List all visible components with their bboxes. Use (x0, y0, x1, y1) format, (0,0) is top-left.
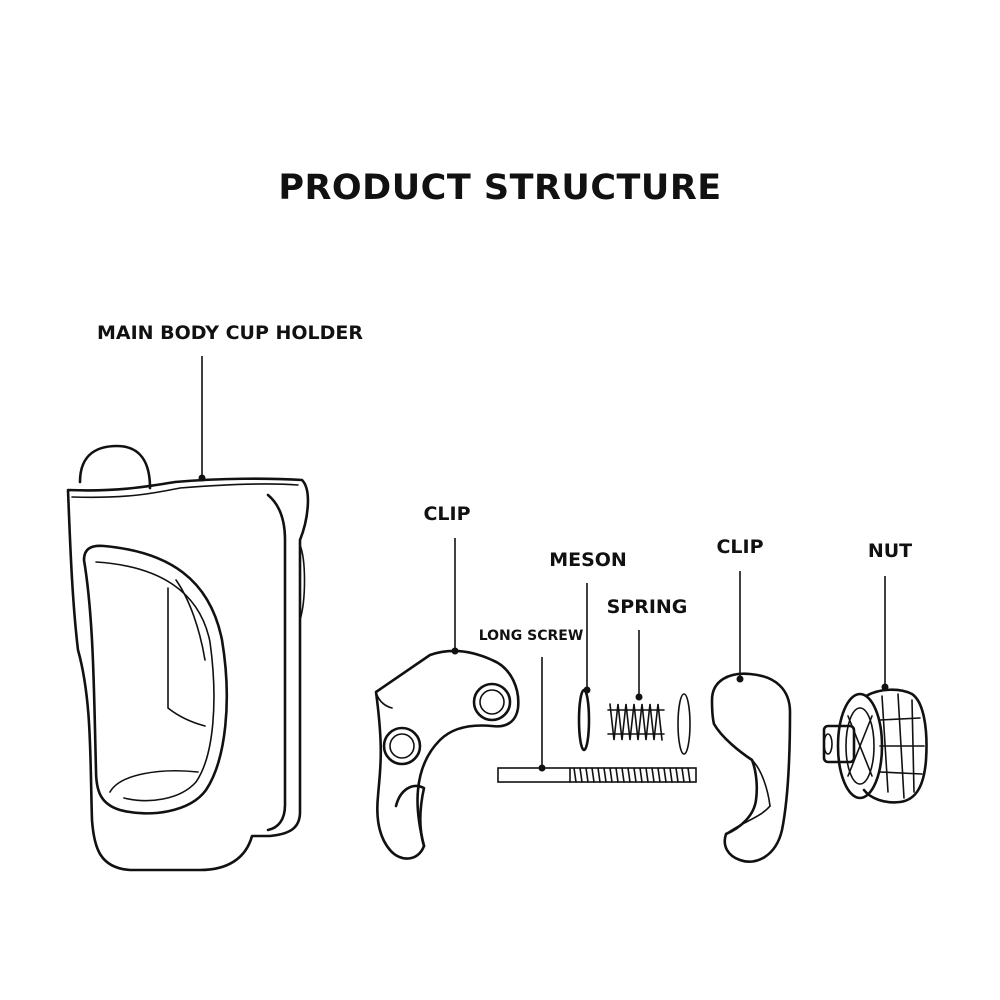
leader-lines (198, 356, 889, 772)
screw-thread (573, 767, 691, 783)
clip-right-drawing (710, 672, 792, 863)
clip-left-lower-hole (382, 726, 422, 766)
label-long-screw: LONG SCREW (478, 628, 584, 644)
clip-left-upper-hole (472, 682, 512, 722)
clip-left-drawing (374, 649, 520, 860)
label-meson: MESON (549, 549, 627, 571)
spring-drawing (607, 703, 665, 741)
leader-dot-spring (635, 693, 643, 701)
long-screw-drawing (497, 767, 697, 783)
nut-drawing (822, 688, 928, 804)
main-body-cup-holder-drawing (66, 444, 310, 872)
meson-drawing (577, 688, 691, 755)
leader-dot-clip-right (736, 675, 744, 683)
label-main-body-cup-holder: MAIN BODY CUP HOLDER (96, 322, 364, 344)
label-nut: NUT (867, 540, 913, 562)
diagram-title: PRODUCT STRUCTURE (278, 168, 722, 208)
label-clip-right: CLIP (716, 536, 764, 558)
label-clip-left: CLIP (423, 503, 471, 525)
label-spring: SPRING (606, 596, 688, 618)
